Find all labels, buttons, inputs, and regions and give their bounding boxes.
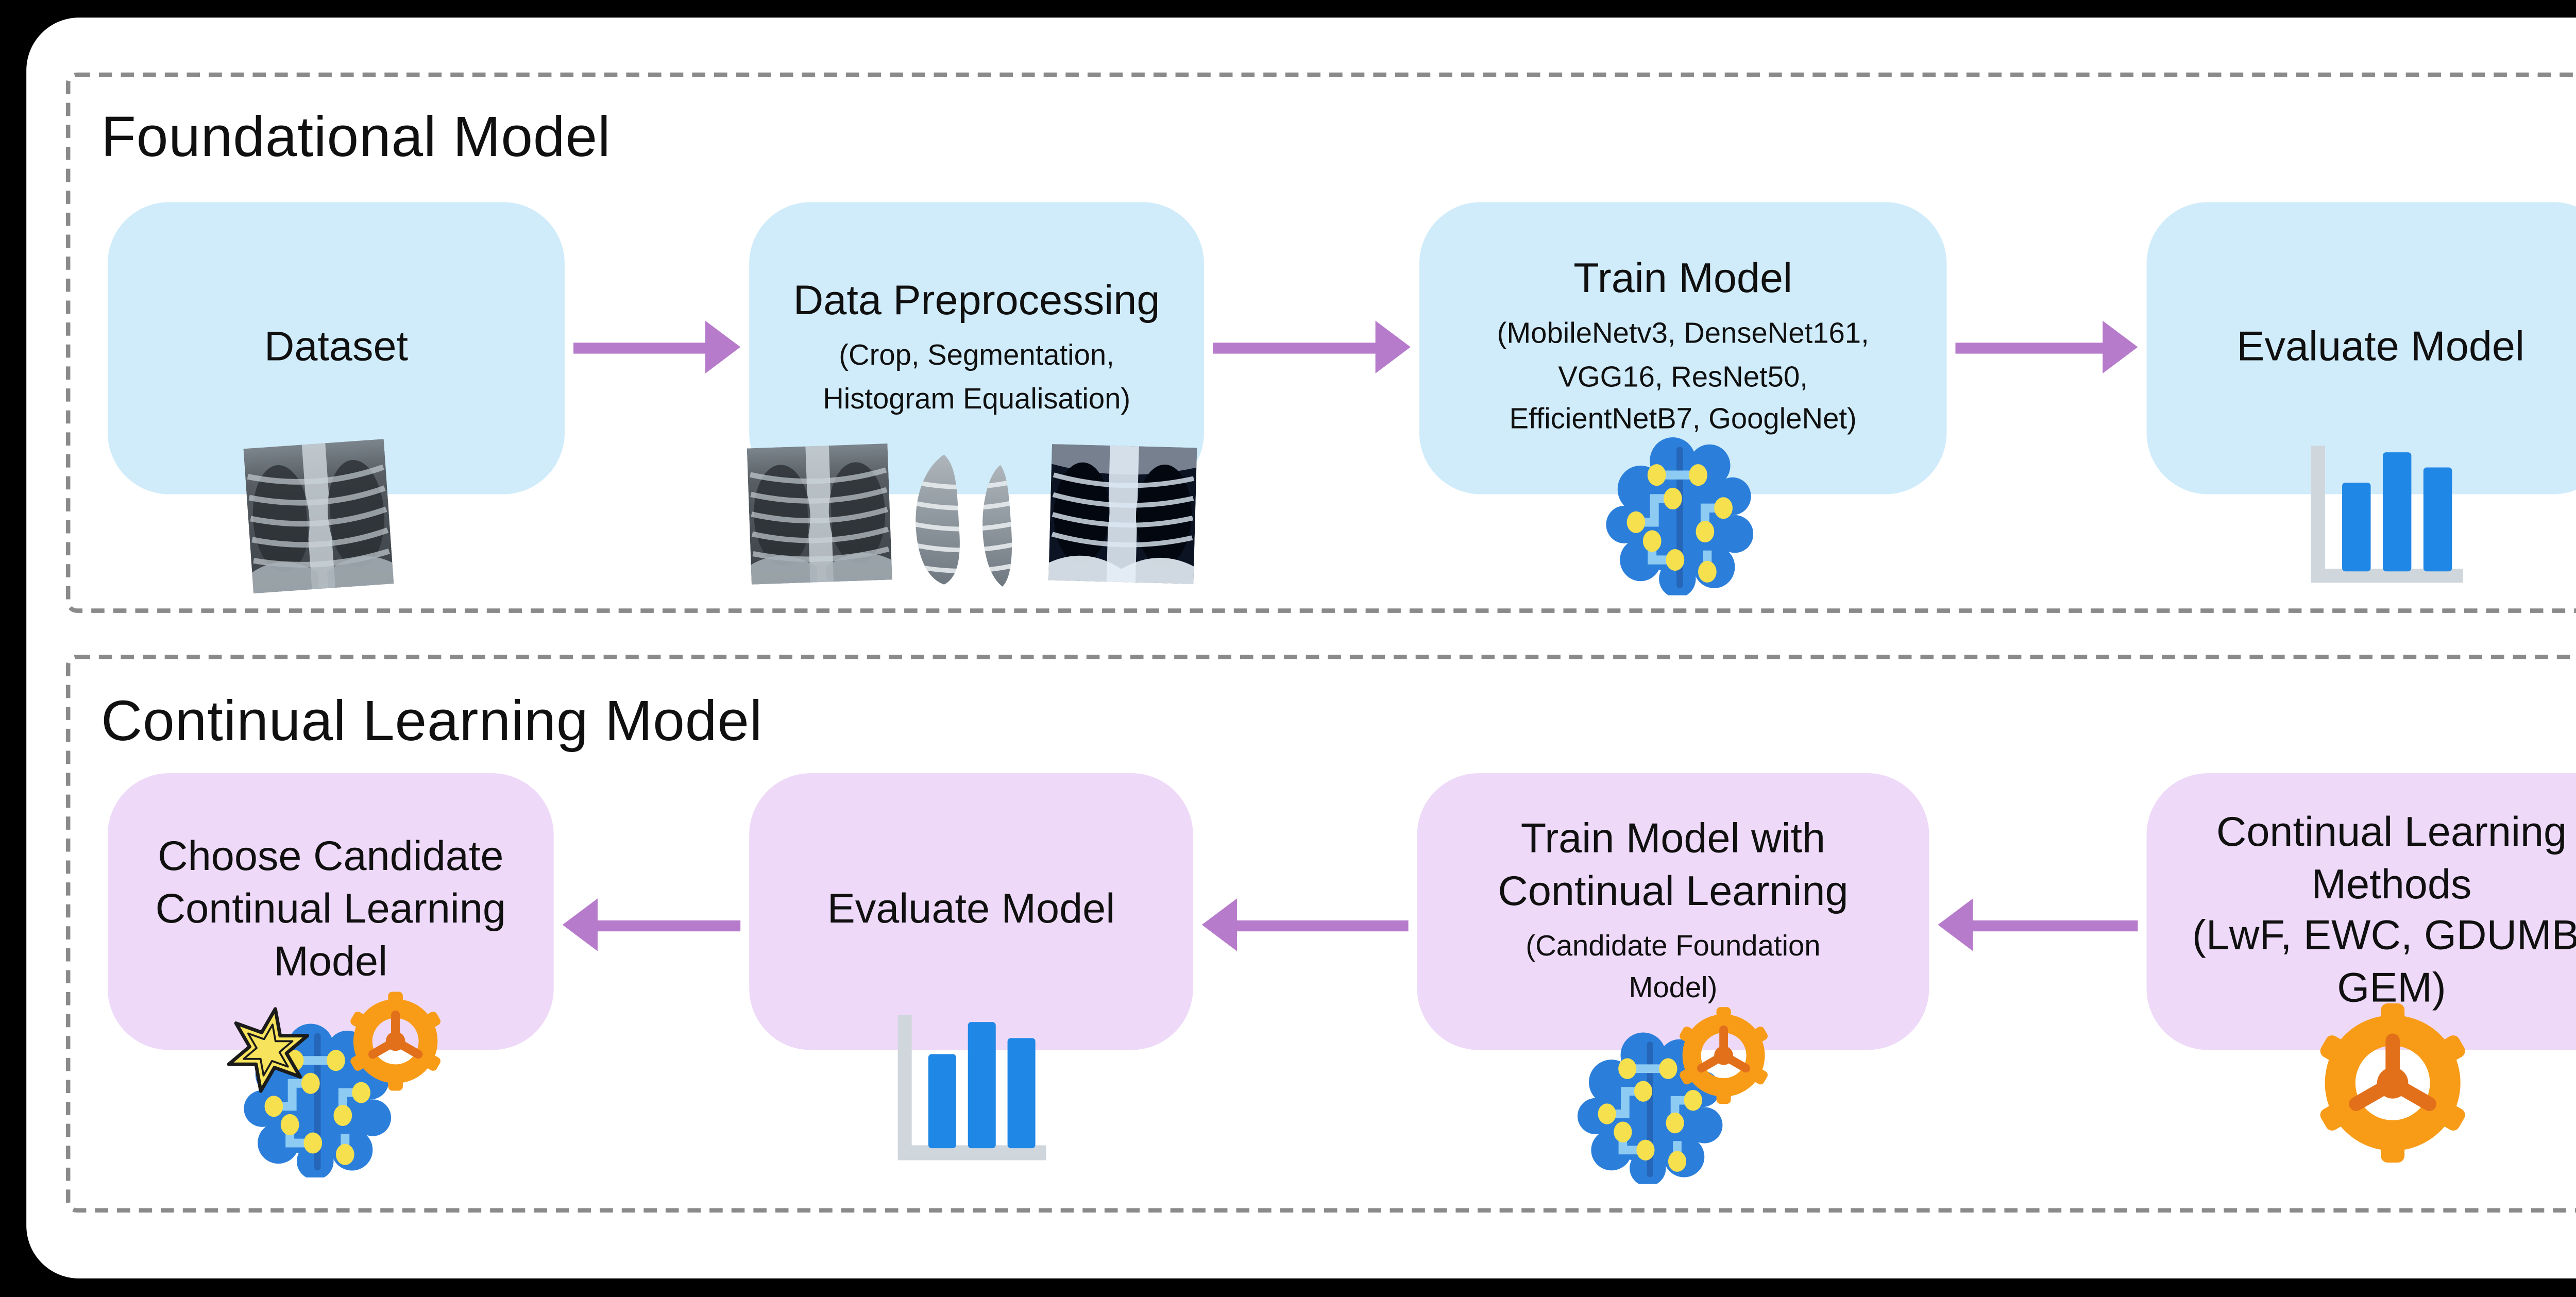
brain-circuit-icon bbox=[1606, 435, 1753, 595]
node-evaluate-model-foundational: Evaluate Model bbox=[2146, 202, 2576, 494]
lung-segmentation-image bbox=[903, 450, 1037, 589]
node-train-model-continual: Train Model with Continual Learning (Can… bbox=[1417, 773, 1929, 1050]
node-data-preprocessing: Data Preprocessing (Crop, Segmentation, … bbox=[749, 202, 1205, 494]
bar-chart-icon bbox=[888, 1008, 1055, 1164]
bar-chart-icon bbox=[2300, 439, 2472, 587]
section-foundational-title: Foundational Model bbox=[101, 103, 611, 169]
brain-star-gear-icon bbox=[224, 988, 453, 1182]
flow-arrow-right-2 bbox=[1213, 320, 1411, 373]
node-evaluate-model-label: Evaluate Model bbox=[2236, 324, 2524, 370]
node-evaluate-model-continual: Evaluate Model bbox=[749, 773, 1193, 1050]
node-continual-learning-methods: Continual Learning Methods (LwF, EWC, GD… bbox=[2146, 773, 2576, 1050]
xray-cropped-image bbox=[747, 443, 892, 585]
node-evaluate-model-continual-label: Evaluate Model bbox=[827, 887, 1115, 934]
flow-arrow-left-3 bbox=[1938, 898, 2138, 951]
section-continual-learning-model: Continual Learning Model bbox=[65, 654, 2576, 1213]
node-train-model-label: Train Model bbox=[1573, 258, 1793, 304]
node-train-model-continual-sub: (Candidate Foundation Model) bbox=[1526, 928, 1821, 1004]
xray-equalised-image bbox=[1048, 444, 1197, 584]
flow-arrow-right-3 bbox=[1955, 320, 2138, 373]
chest-xray-image bbox=[243, 439, 394, 593]
flow-arrow-left-2 bbox=[1201, 898, 1409, 951]
flow-arrow-left-1 bbox=[562, 898, 741, 951]
gear-icon bbox=[345, 991, 446, 1102]
node-choose-candidate-continual: Choose Candidate Continual Learning Mode… bbox=[107, 773, 554, 1050]
gear-icon bbox=[2311, 1002, 2474, 1165]
node-train-model-continual-label: Train Model with Continual Learning bbox=[1498, 816, 1849, 915]
flow-arrow-right-1 bbox=[573, 320, 741, 373]
node-data-preprocessing-label: Data Preprocessing bbox=[793, 279, 1160, 326]
node-choose-candidate-continual-label: Choose Candidate Continual Learning Mode… bbox=[155, 834, 506, 986]
section-foundational-model: Foundational Model bbox=[65, 72, 2576, 613]
gear-icon bbox=[1674, 1006, 1773, 1116]
node-train-model-sub: (MobileNetv3, DenseNet161, VGG16, ResNet… bbox=[1497, 317, 1869, 436]
node-continual-learning-methods-label: Continual Learning Methods (LwF, EWC, GD… bbox=[2192, 810, 2576, 1012]
node-dataset-label: Dataset bbox=[264, 324, 409, 370]
brain-gear-icon bbox=[1573, 1002, 1780, 1177]
star-icon bbox=[224, 1004, 312, 1107]
section-continual-title: Continual Learning Model bbox=[101, 687, 763, 754]
node-data-preprocessing-sub: (Crop, Segmentation, Histogram Equalisat… bbox=[823, 338, 1131, 414]
